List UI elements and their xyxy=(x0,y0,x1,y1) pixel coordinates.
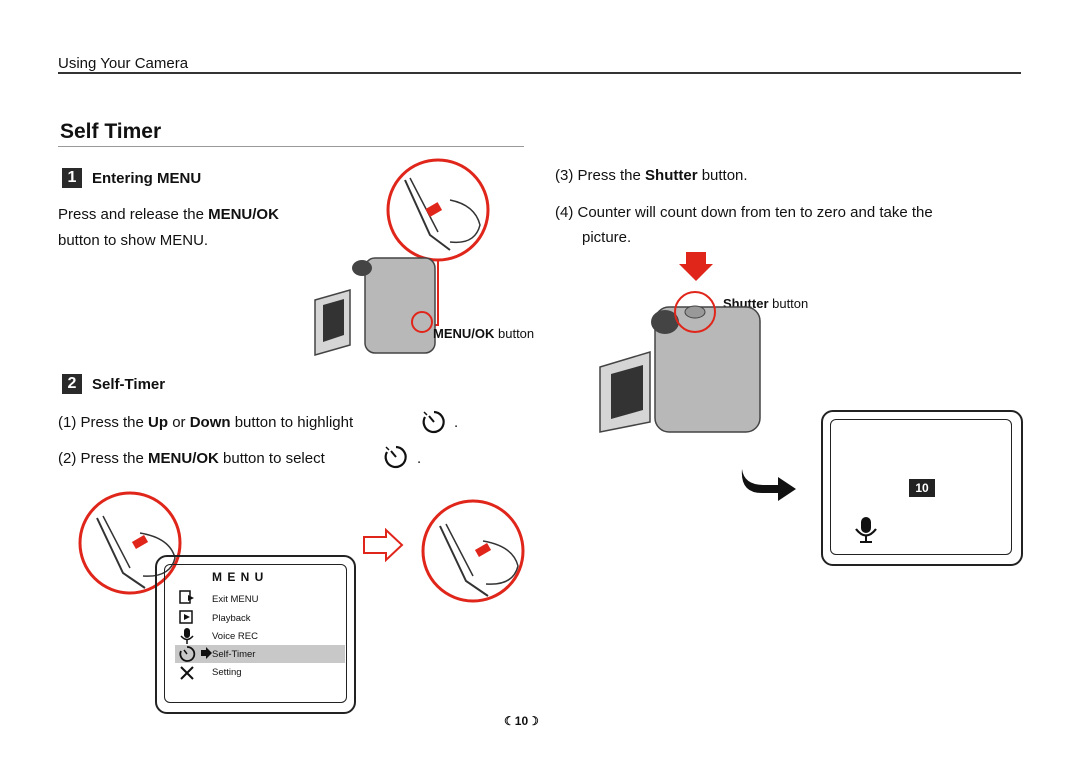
page-number-open: ☾ xyxy=(504,714,515,728)
step-2-line1-a: (1) Press the xyxy=(58,414,149,431)
step-4-line1: (4) Counter will count down from ten to … xyxy=(555,204,933,221)
menu-screen-inner xyxy=(164,564,347,703)
step-2-up: Up xyxy=(148,414,169,431)
step-2-line2-a: (2) Press the xyxy=(58,450,149,467)
step-2-or: or xyxy=(168,414,190,431)
page-title: Self Timer xyxy=(60,120,162,143)
countdown-screen-inner xyxy=(830,419,1012,555)
menu-item-exit: Exit MENU xyxy=(212,594,259,605)
press-button-zoom-2 xyxy=(421,499,525,603)
menu-item-setting: Setting xyxy=(212,667,242,678)
curved-arrow-icon xyxy=(741,469,796,501)
step-1-text-bold: MENU/OK xyxy=(208,206,279,223)
step-1-badge: 1 xyxy=(62,168,82,188)
step-1-text-a: Press and release the xyxy=(58,206,209,223)
step-1-text-line2: button to show MENU. xyxy=(58,232,209,249)
countdown-screen-outer xyxy=(821,410,1023,566)
menu-ok-callout: MENU/OK button xyxy=(433,326,534,341)
menu-selected-highlight xyxy=(175,645,345,663)
step-3-a: (3) Press the xyxy=(555,167,646,184)
step-2-line1: (1) Press the Up or Down button to highl… xyxy=(58,410,353,435)
menu-item-playback: Playback xyxy=(212,613,251,624)
step-3-shutter: Shutter xyxy=(645,167,698,184)
step-3-c: button. xyxy=(697,167,748,184)
title-divider xyxy=(58,146,524,147)
step-2-line2-period: . xyxy=(417,450,422,467)
step-2-down: Down xyxy=(189,414,231,431)
step-4-line2: picture. xyxy=(582,229,632,246)
page-number-close: ☽ xyxy=(528,714,539,728)
page-number: ☾10☽ xyxy=(504,714,539,728)
exit-icon xyxy=(179,590,194,604)
step-2-line1-period: . xyxy=(454,414,459,431)
selection-arrow-icon xyxy=(201,647,212,659)
setting-icon xyxy=(180,666,194,680)
step-2-line2: (2) Press the MENU/OK button to select xyxy=(58,446,325,471)
step-3-text: (3) Press the Shutter button. xyxy=(555,163,748,188)
menu-item-self-timer: Self-Timer xyxy=(212,649,256,660)
step-2-heading: Self-Timer xyxy=(92,376,166,393)
header-divider xyxy=(58,72,1021,74)
camera-shutter-illustration xyxy=(599,291,761,433)
step-1-heading: Entering MENU xyxy=(92,170,202,187)
step-2-line2-c: button to select xyxy=(218,450,325,467)
step-2-badge: 2 xyxy=(62,374,82,394)
menu-item-voice-rec: Voice REC xyxy=(212,631,258,642)
voice-rec-icon xyxy=(180,628,194,644)
self-timer-menu-icon xyxy=(179,646,196,662)
playback-icon xyxy=(179,610,193,624)
page-number-value: 10 xyxy=(514,714,529,728)
countdown-counter: 10 xyxy=(909,479,935,497)
step-1-text-line1: Press and release the MENU/OK xyxy=(58,202,279,227)
menu-title: M E N U xyxy=(212,570,265,584)
menu-ok-callout-bold: MENU/OK xyxy=(433,326,495,341)
camera-menu-button-illustration xyxy=(314,158,490,356)
step-2-menu-ok: MENU/OK xyxy=(148,450,219,467)
right-arrow-icon xyxy=(363,528,404,562)
menu-screen-outer xyxy=(155,555,356,714)
step-2-line1-c: button to highlight xyxy=(230,414,354,431)
section-header: Using Your Camera xyxy=(58,55,189,72)
down-arrow-icon xyxy=(679,252,713,281)
shutter-callout-rest: button xyxy=(768,296,809,311)
microphone-icon xyxy=(855,517,877,543)
menu-ok-callout-rest: button xyxy=(494,326,535,341)
self-timer-icon xyxy=(422,410,445,434)
self-timer-icon-2 xyxy=(384,445,407,469)
